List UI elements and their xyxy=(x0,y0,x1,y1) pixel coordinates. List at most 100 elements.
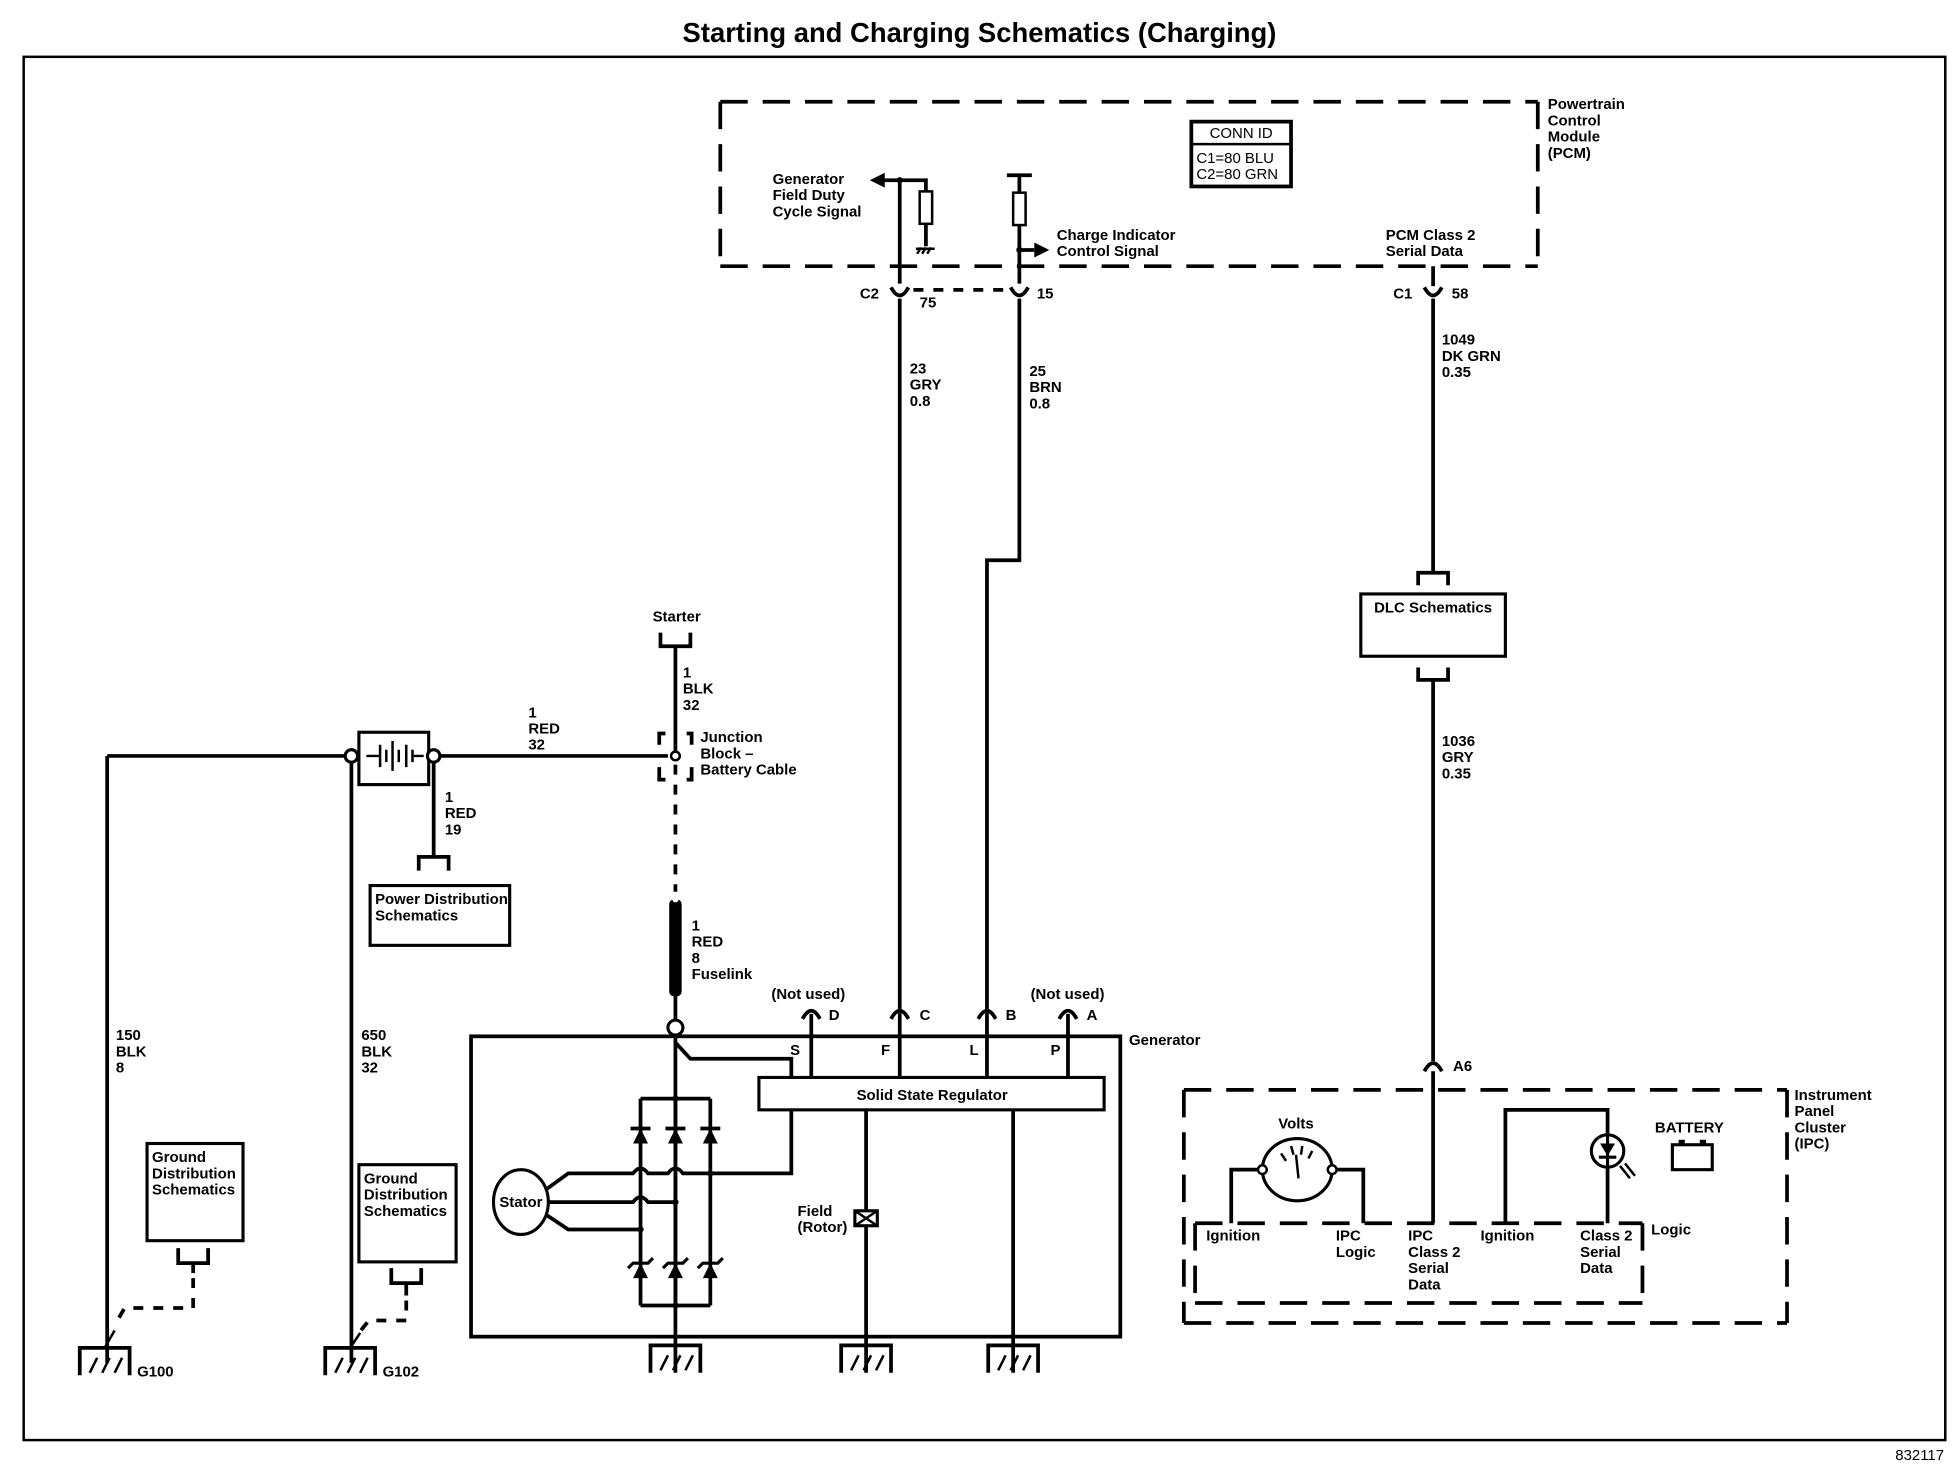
battery xyxy=(107,730,668,787)
not-used-d: (Not used) xyxy=(771,986,845,1003)
junction-block: Junction Block – Battery Cable xyxy=(657,729,797,782)
conn-id-c1: C1=80 BLU xyxy=(1196,150,1274,167)
battery-indicator-label: BATTERY xyxy=(1655,1119,1724,1136)
svg-text:Cluster: Cluster xyxy=(1794,1119,1846,1136)
svg-text:BRN: BRN xyxy=(1029,379,1061,396)
charge-indicator-1: Charge Indicator xyxy=(1057,227,1176,244)
connector-c1: C1 58 xyxy=(1393,266,1468,303)
power-distribution-box[interactable]: Power Distribution Schematics xyxy=(368,855,512,947)
svg-text:Power Distribution: Power Distribution xyxy=(375,891,508,908)
svg-text:Data: Data xyxy=(1408,1276,1441,1293)
svg-text:G100: G100 xyxy=(137,1364,174,1381)
ground-g100: G100 xyxy=(77,1329,174,1381)
a6-label: A6 xyxy=(1453,1058,1472,1075)
gen-field-signal-3: Cycle Signal xyxy=(773,203,862,220)
svg-text:Battery Cable: Battery Cable xyxy=(700,762,796,779)
starter-label: Starter xyxy=(653,608,701,625)
svg-text:650: 650 xyxy=(361,1027,386,1044)
svg-text:Block –: Block – xyxy=(700,745,753,762)
ground-distribution-box-2[interactable]: Ground Distribution Schematics xyxy=(357,1163,458,1335)
figure-id: 832117 xyxy=(1895,1447,1944,1464)
not-used-a: (Not used) xyxy=(1031,986,1105,1003)
svg-text:Class 2: Class 2 xyxy=(1408,1244,1460,1261)
svg-text:1: 1 xyxy=(683,664,691,681)
term-s: S xyxy=(790,1042,800,1059)
pin-b: B xyxy=(1006,1007,1017,1024)
svg-text:Stator: Stator xyxy=(499,1194,542,1211)
ipc-module: A6 Instrument Panel Cluster (IPC) Volts … xyxy=(1181,1058,1872,1325)
svg-text:Control: Control xyxy=(1548,112,1601,129)
generator: Generator (Not used) (Not used) D C B A … xyxy=(469,986,1201,1373)
svg-text:IPC: IPC xyxy=(1336,1228,1361,1245)
svg-text:0.35: 0.35 xyxy=(1442,765,1471,782)
term-p: P xyxy=(1051,1042,1061,1059)
svg-text:25: 25 xyxy=(1029,363,1046,380)
starter-connector[interactable]: Starter xyxy=(653,608,701,649)
svg-text:Distribution: Distribution xyxy=(364,1187,448,1204)
svg-text:Class 2: Class 2 xyxy=(1580,1228,1632,1245)
charge-indicator-2: Control Signal xyxy=(1057,243,1159,260)
generator-label: Generator xyxy=(1129,1032,1201,1049)
solid-state-regulator xyxy=(757,1075,1106,1112)
svg-text:Serial: Serial xyxy=(1408,1260,1449,1277)
svg-text:8: 8 xyxy=(692,950,700,967)
svg-text:IPC: IPC xyxy=(1408,1228,1433,1245)
c2-pin-15: 15 xyxy=(1037,286,1054,303)
svg-text:(Rotor): (Rotor) xyxy=(798,1219,848,1236)
svg-text:Distribution: Distribution xyxy=(152,1165,236,1182)
pin-a: A xyxy=(1087,1007,1098,1024)
svg-text:1036: 1036 xyxy=(1442,733,1475,750)
svg-text:Control Signal: Control Signal xyxy=(1057,243,1159,260)
svg-text:0.8: 0.8 xyxy=(1029,395,1050,412)
arrow-right-icon xyxy=(1034,242,1050,258)
svg-text:Field Duty: Field Duty xyxy=(773,187,846,204)
svg-text:150: 150 xyxy=(116,1027,141,1044)
svg-text:DK GRN: DK GRN xyxy=(1442,348,1501,365)
svg-text:Fuselink: Fuselink xyxy=(692,966,753,983)
svg-text:RED: RED xyxy=(445,805,477,822)
conn-id-header: CONN ID xyxy=(1210,125,1273,142)
ground-icon xyxy=(88,1329,124,1374)
svg-text:Serial Data: Serial Data xyxy=(1386,243,1464,260)
svg-text:Schematics: Schematics xyxy=(375,907,458,924)
svg-text:(PCM): (PCM) xyxy=(1548,145,1591,162)
svg-text:Powertrain: Powertrain xyxy=(1548,96,1625,113)
svg-text:G102: G102 xyxy=(383,1364,420,1381)
svg-text:PCM Class 2: PCM Class 2 xyxy=(1386,227,1476,244)
pcm-name-3: Module xyxy=(1548,129,1600,146)
field-rotor-icon xyxy=(853,1209,879,1228)
svg-text:32: 32 xyxy=(361,1059,378,1076)
svg-text:Charge Indicator: Charge Indicator xyxy=(1057,227,1176,244)
svg-text:Solid State Regulator: Solid State Regulator xyxy=(857,1087,1008,1104)
stator: Stator xyxy=(491,1095,714,1309)
svg-text:Ignition: Ignition xyxy=(1480,1228,1534,1245)
dlc-schematics-box[interactable]: DLC Schematics xyxy=(1359,570,1507,682)
svg-text:1: 1 xyxy=(692,917,700,934)
gen-field-signal-1: Generator xyxy=(773,171,845,188)
svg-text:19: 19 xyxy=(445,821,462,838)
pin-d: D xyxy=(829,1007,840,1024)
logic-label: Logic xyxy=(1651,1221,1691,1238)
fuselink xyxy=(666,896,685,1037)
svg-text:RED: RED xyxy=(528,721,560,738)
battery-icon xyxy=(1670,1139,1714,1172)
gen-field-signal-2: Field Duty xyxy=(773,187,846,204)
ground-distribution-box-1[interactable]: Ground Distribution Schematics xyxy=(113,1141,245,1327)
svg-text:GRY: GRY xyxy=(910,377,942,394)
term-l: L xyxy=(970,1042,979,1059)
connector-c2: C2 75 15 xyxy=(860,286,1054,312)
ground-icon xyxy=(839,1343,893,1373)
svg-text:Schematics: Schematics xyxy=(364,1203,447,1220)
svg-text:Field: Field xyxy=(798,1203,833,1220)
svg-text:Logic: Logic xyxy=(1336,1244,1376,1261)
battery-cells-icon xyxy=(378,740,414,771)
pcm-name-1: Powertrain xyxy=(1548,96,1625,113)
chassis-ground-icon xyxy=(915,246,935,255)
svg-text:Ground: Ground xyxy=(152,1149,206,1166)
conn-id-box: CONN ID C1=80 BLU C2=80 GRN xyxy=(1189,119,1293,189)
svg-text:Volts: Volts xyxy=(1278,1116,1313,1133)
svg-text:1: 1 xyxy=(445,789,453,806)
ground-icon xyxy=(334,1332,369,1374)
svg-text:BLK: BLK xyxy=(683,681,714,698)
